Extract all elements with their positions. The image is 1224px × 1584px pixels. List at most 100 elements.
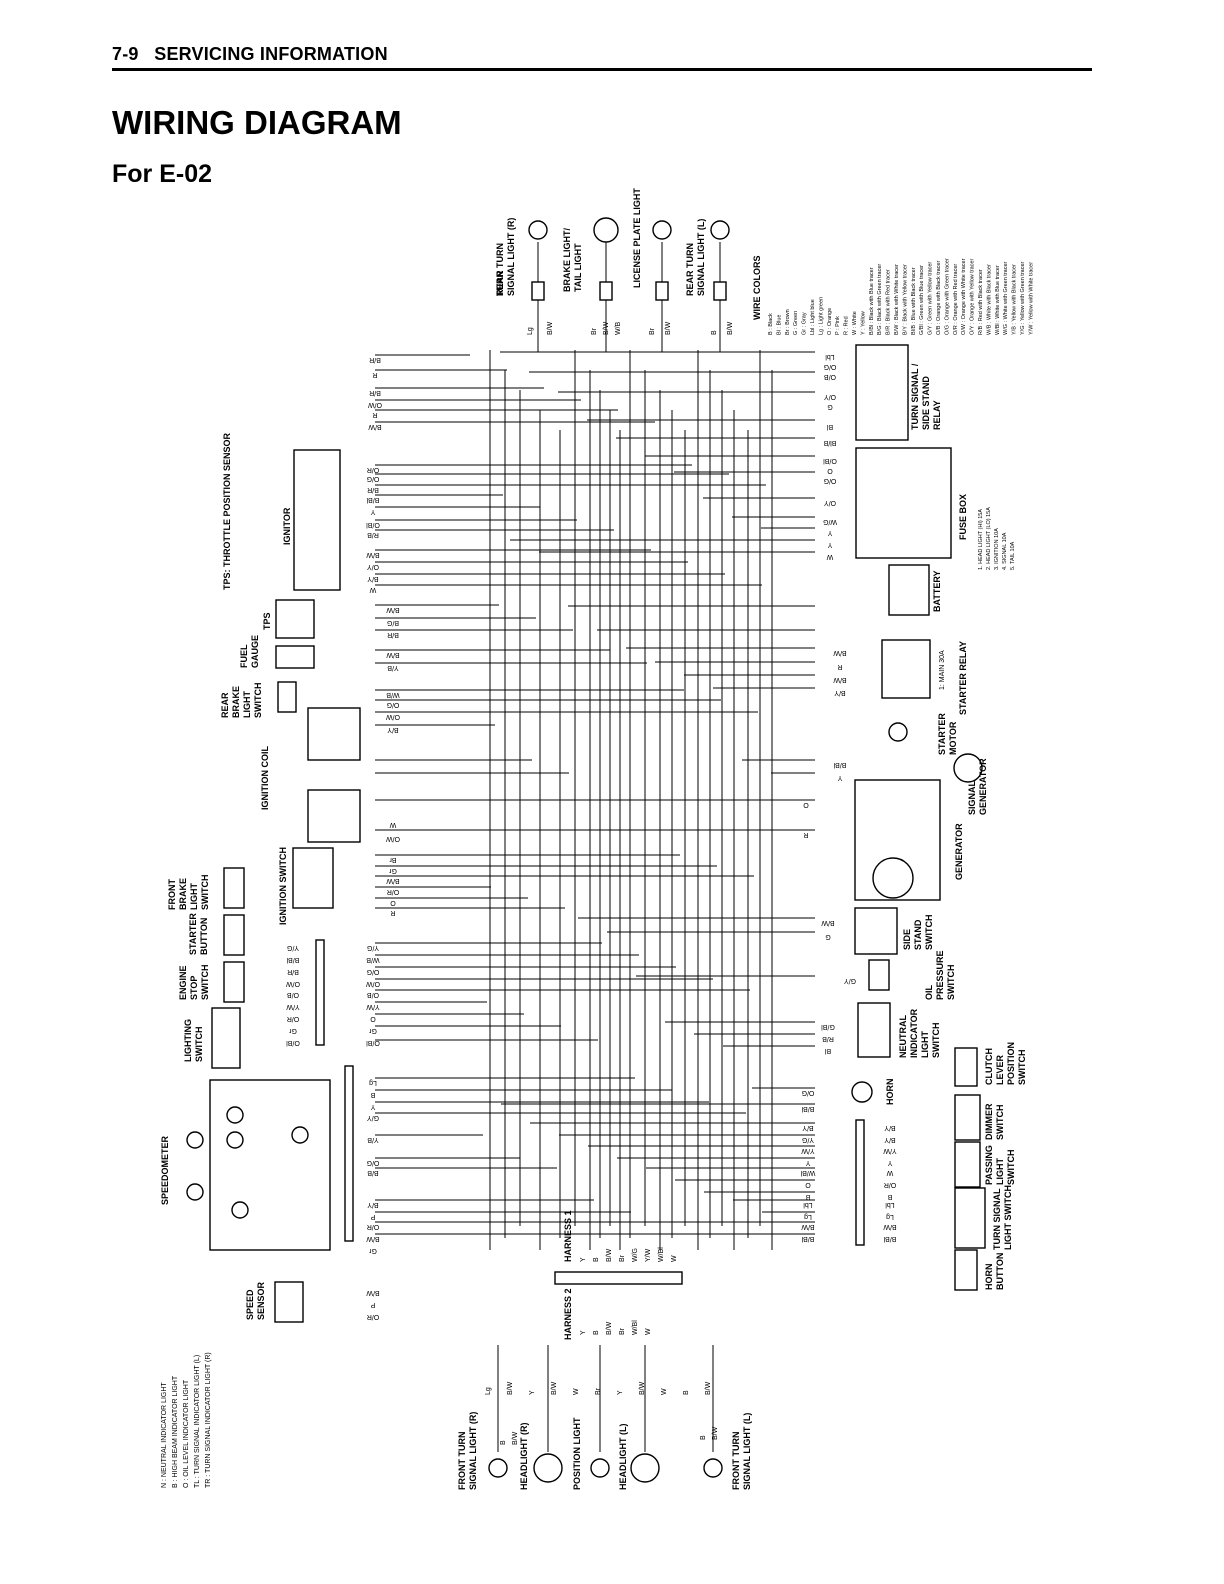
wire-code: B: [593, 1257, 600, 1262]
wire-code: W: [369, 586, 376, 593]
dimmer-label: SWITCH: [995, 1105, 1005, 1141]
wire-code: B/W: [665, 321, 672, 335]
horn-label: HORN: [885, 1079, 895, 1106]
connector: [531, 281, 545, 301]
wire-code: O/W: [386, 713, 400, 720]
wire-code: Br: [649, 327, 656, 335]
side-stand-label: SWITCH: [924, 915, 934, 951]
wire-code: O/R: [387, 888, 399, 895]
wire-code: W: [826, 553, 833, 560]
wire-color-entry: Y : Yellow: [860, 311, 866, 335]
wire-code: Lg: [485, 1387, 492, 1395]
horn-button-label: HORN: [984, 1264, 994, 1291]
connector: [713, 281, 727, 301]
wire-code: B/W: [639, 1381, 646, 1395]
connector: [655, 281, 669, 301]
handlebar-connector-bar: [315, 939, 325, 1046]
wire-code: R/B: [822, 1035, 834, 1042]
turn-relay-label: SIDE STAND: [921, 376, 931, 430]
wire-code: R/B: [367, 531, 379, 538]
header-rule: [112, 68, 1092, 71]
clutch-switch-box: [954, 1047, 978, 1087]
wire-code: B/W: [386, 651, 400, 658]
wire-code: O/B: [287, 991, 299, 998]
rear-brake-label: LIGHT: [242, 691, 252, 718]
wire-code: Bl: [826, 423, 833, 430]
wire-code: O/Bl: [366, 1039, 380, 1046]
turn-relay-box: [855, 344, 909, 441]
generator-box: [854, 779, 941, 901]
wire-color-entry: G/Y : Green with Yellow tracer: [928, 262, 934, 335]
wire-code: B/W: [705, 1381, 712, 1395]
ignition-coil-upper: [307, 707, 361, 761]
wire-code: O: [390, 899, 396, 906]
speed-sensor-label: SENSOR: [256, 1281, 266, 1320]
wire-code: W/Bl: [658, 1247, 665, 1262]
wire-code: R: [837, 663, 842, 670]
wire-code: O/G: [387, 701, 400, 708]
wire-code: G/Y: [844, 977, 856, 984]
clutch-label: SWITCH: [1017, 1050, 1027, 1086]
wire-code: B: [370, 1091, 375, 1098]
passing-label: LIGHT: [995, 1158, 1005, 1185]
wire-code: Y/W: [883, 1147, 897, 1154]
wire-code: O/B: [824, 373, 836, 380]
starter-relay-box: [881, 639, 931, 699]
wire-color-entry: W/Bl : White with Blue tracer: [995, 265, 1001, 335]
wire-code: B/W: [507, 1381, 514, 1395]
wire-color-entry: W : White: [852, 311, 858, 335]
wire-code: O/B: [367, 991, 379, 998]
wire-color-entry: B/Bl : Black with Blue tracer: [869, 267, 875, 335]
turn-relay-label: TURN SIGNAL /: [910, 363, 920, 430]
tps-box: [275, 599, 315, 639]
fuel-gauge-box: [275, 645, 315, 669]
wire-code: B/W: [833, 676, 847, 683]
wire-code: B/R: [287, 968, 299, 975]
rear-brake-label: SWITCH: [253, 683, 263, 719]
wire-code: R: [372, 411, 377, 418]
wire-code: Y: [827, 541, 832, 548]
fuse-list-entry: 1. HEAD LIGHT (HI) 15A: [978, 509, 984, 570]
wire-color-entry: R : Red: [844, 316, 850, 335]
wire-code: O/Y: [824, 499, 836, 506]
main-fuse-label: 1: MAIN 30A: [939, 650, 946, 690]
wire-code: Lg: [527, 327, 534, 335]
wire-code: W/B: [366, 956, 380, 963]
wire-code: O/Bl: [286, 1039, 300, 1046]
wire-code: B/Bl: [801, 1105, 814, 1112]
wire-code: B/R: [367, 486, 379, 493]
wire-color-entry: B/G : Black with Green tracer: [877, 264, 883, 335]
wire-code: O/W: [386, 835, 400, 842]
ignition-coil-label: IGNITION COIL: [260, 746, 270, 811]
lighting-switch-box: [211, 1007, 241, 1069]
wire-code: O/R: [287, 1015, 299, 1022]
wire-code: Gr: [368, 1247, 376, 1254]
fuse-list-entry: 5. TAIL 10A: [1010, 541, 1016, 570]
wire-color-entry: Bl/B : Blue with Black tracer: [911, 267, 917, 335]
wire-code: Br: [591, 327, 598, 335]
starter-motor-label: MOTOR: [948, 721, 958, 755]
front-turn-l-label: SIGNAL LIGHT (L): [742, 1413, 752, 1490]
wire-colors-title: WIRE COLORS: [752, 256, 762, 321]
wire-code: Y/G: [287, 944, 299, 951]
wire-code: Y/W: [366, 1003, 380, 1010]
wire-code: B/G: [387, 619, 399, 626]
wire-code: B/W: [366, 551, 380, 558]
wire-code: B: [805, 1193, 810, 1200]
wire-code: B/Bl: [801, 1235, 814, 1242]
wire-code: Lbl: [825, 353, 835, 360]
wire-code: O: [370, 1015, 376, 1022]
wire-code: Y: [580, 1257, 587, 1262]
wire-code: O/R: [367, 1223, 379, 1230]
fuse-list-entry: 2. HEAD LIGHT (LO) 15A: [986, 507, 992, 570]
wire-code: Y: [827, 529, 832, 536]
rear-turn-r-label: SIGNAL LIGHT (R): [506, 218, 516, 296]
fuse-box-label: FUSE BOX: [958, 494, 968, 540]
front-brake-label: BRAKE: [178, 878, 188, 910]
right-connector-bar: [855, 1119, 865, 1246]
turn-bulb: [652, 220, 672, 240]
wire-code: B/W: [833, 649, 847, 656]
wire-code: B/W: [547, 321, 554, 335]
wire-color-entry: Br : Brown: [785, 309, 791, 335]
wire-color-entry: O/B : Orange with Black tracer: [936, 261, 942, 335]
